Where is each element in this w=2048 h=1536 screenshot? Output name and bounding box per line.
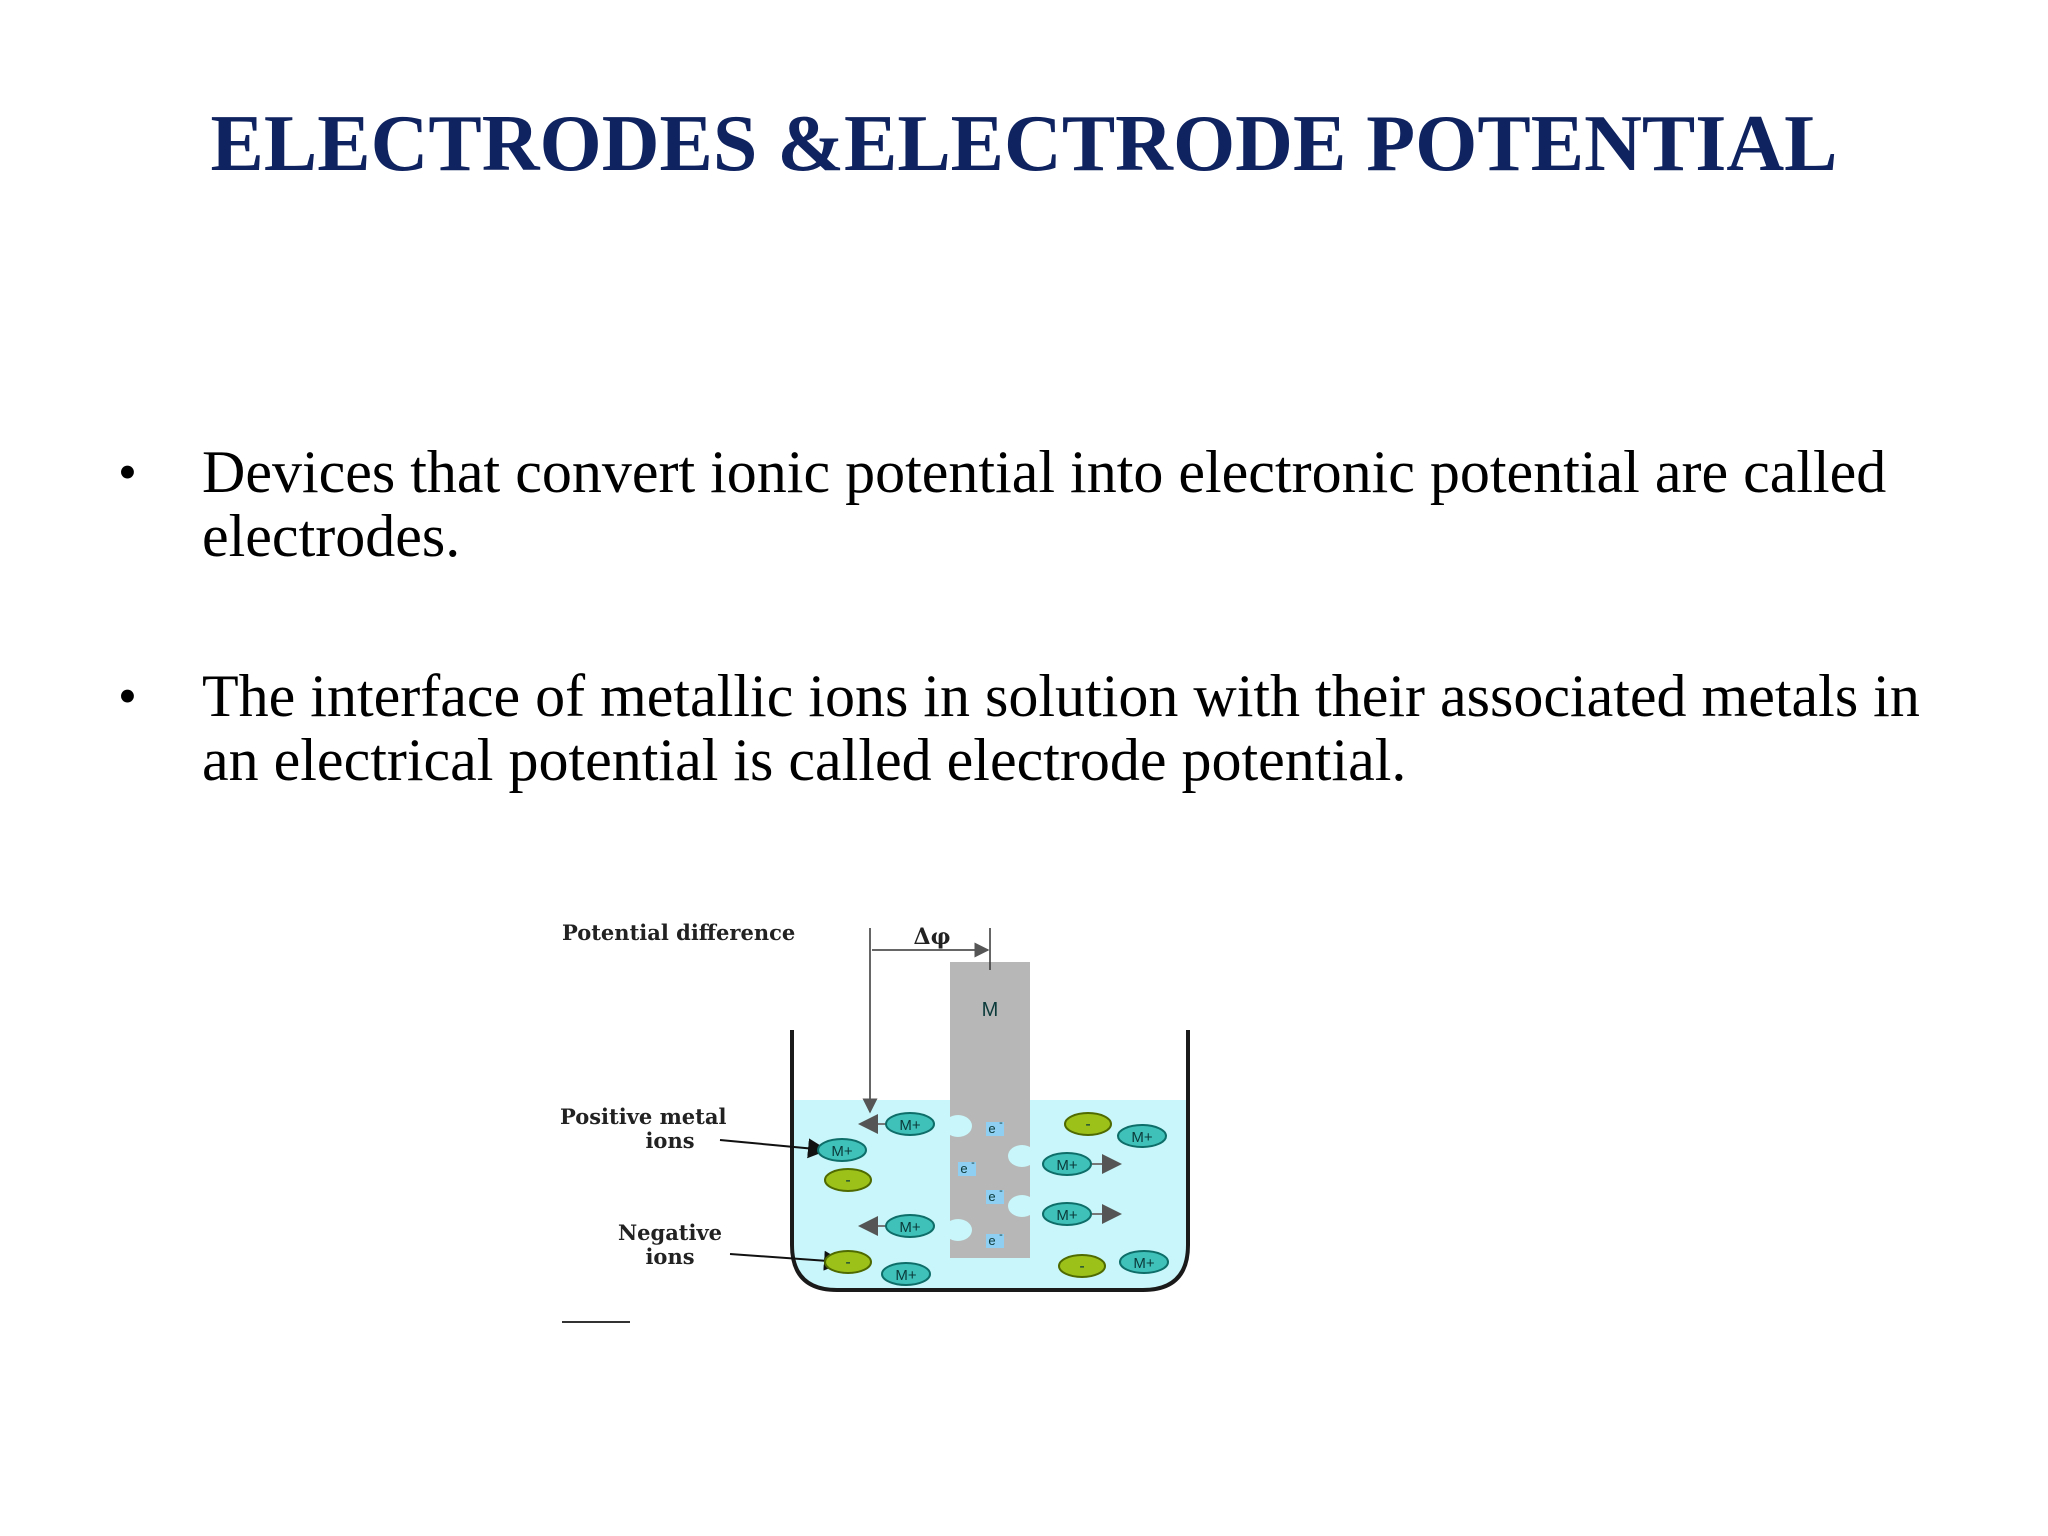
potential-difference-label: Potential difference [562,920,795,945]
svg-text:-: - [1079,1258,1084,1275]
svg-text:-: - [1085,1116,1090,1133]
svg-text:M+: M+ [1133,1255,1154,1272]
svg-text:e: e [988,1121,995,1136]
bullet-item: • The interface of metallic ions in solu… [118,664,1978,792]
negative-ions-label: ions [645,1244,694,1269]
bullet-marker: • [118,666,137,726]
svg-text:e: e [988,1189,995,1204]
electron: e - [958,1157,976,1176]
svg-text:M+: M+ [1131,1129,1152,1146]
svg-text:-: - [845,1172,850,1189]
positive-ion: M+ [885,1214,935,1238]
svg-text:M+: M+ [899,1117,920,1134]
metal-label: M [982,999,999,1021]
positive-ion: M+ [1119,1250,1169,1274]
svg-text:M+: M+ [1056,1157,1077,1174]
beaker-outline [790,1030,1190,1292]
electrode-diagram: M Potential difference Δφ Positive metal… [560,900,1220,1340]
electrode-notch [944,1219,972,1241]
electron: e - [986,1229,1004,1248]
bullet-list: • Devices that convert ionic potential i… [118,440,1978,888]
positive-ions-pointer [719,1138,828,1159]
electrode-notch [1008,1195,1036,1217]
positive-ion: M+ [1042,1202,1092,1226]
positive-ion: M+ [817,1138,867,1162]
negative-ion: - [1064,1112,1112,1136]
positive-ion: M+ [881,1262,931,1286]
electrode-notch [944,1115,972,1137]
delta-phi-label: Δφ [914,924,951,950]
bullet-text: The interface of metallic ions in soluti… [202,663,1920,793]
slide-title: ELECTRODES &ELECTRODE POTENTIAL [210,100,1838,188]
electrode-diagram-svg: M Potential difference Δφ Positive metal… [560,920,1190,1323]
svg-text:-: - [999,1229,1003,1241]
negative-ion: - [824,1168,872,1192]
svg-text:-: - [999,1117,1003,1129]
svg-text:-: - [971,1157,975,1169]
negative-ions-label: Negative [618,1220,722,1245]
positive-ions-label: Positive metal [560,1104,726,1129]
negative-ion: - [1058,1254,1106,1278]
positive-ions-label: ions [645,1128,694,1153]
svg-text:M+: M+ [831,1143,852,1160]
negative-ions-pointer [729,1250,844,1271]
svg-text:M+: M+ [1056,1207,1077,1224]
bullet-marker: • [118,442,137,502]
positive-ion: M+ [1117,1124,1167,1148]
svg-text:e: e [988,1233,995,1248]
svg-text:-: - [999,1185,1003,1197]
positive-ion: M+ [885,1112,935,1136]
bullet-item: • Devices that convert ionic potential i… [118,440,1978,568]
bullet-text: Devices that convert ionic potential int… [202,439,1887,569]
electrode-notch [1008,1145,1036,1167]
positive-ion: M+ [1042,1152,1092,1176]
negative-ion: - [824,1250,872,1274]
electron: e - [986,1185,1004,1204]
electron: e - [986,1117,1004,1136]
svg-text:M+: M+ [899,1219,920,1236]
svg-text:-: - [845,1254,850,1271]
svg-text:M+: M+ [895,1267,916,1284]
svg-text:e: e [960,1161,967,1176]
